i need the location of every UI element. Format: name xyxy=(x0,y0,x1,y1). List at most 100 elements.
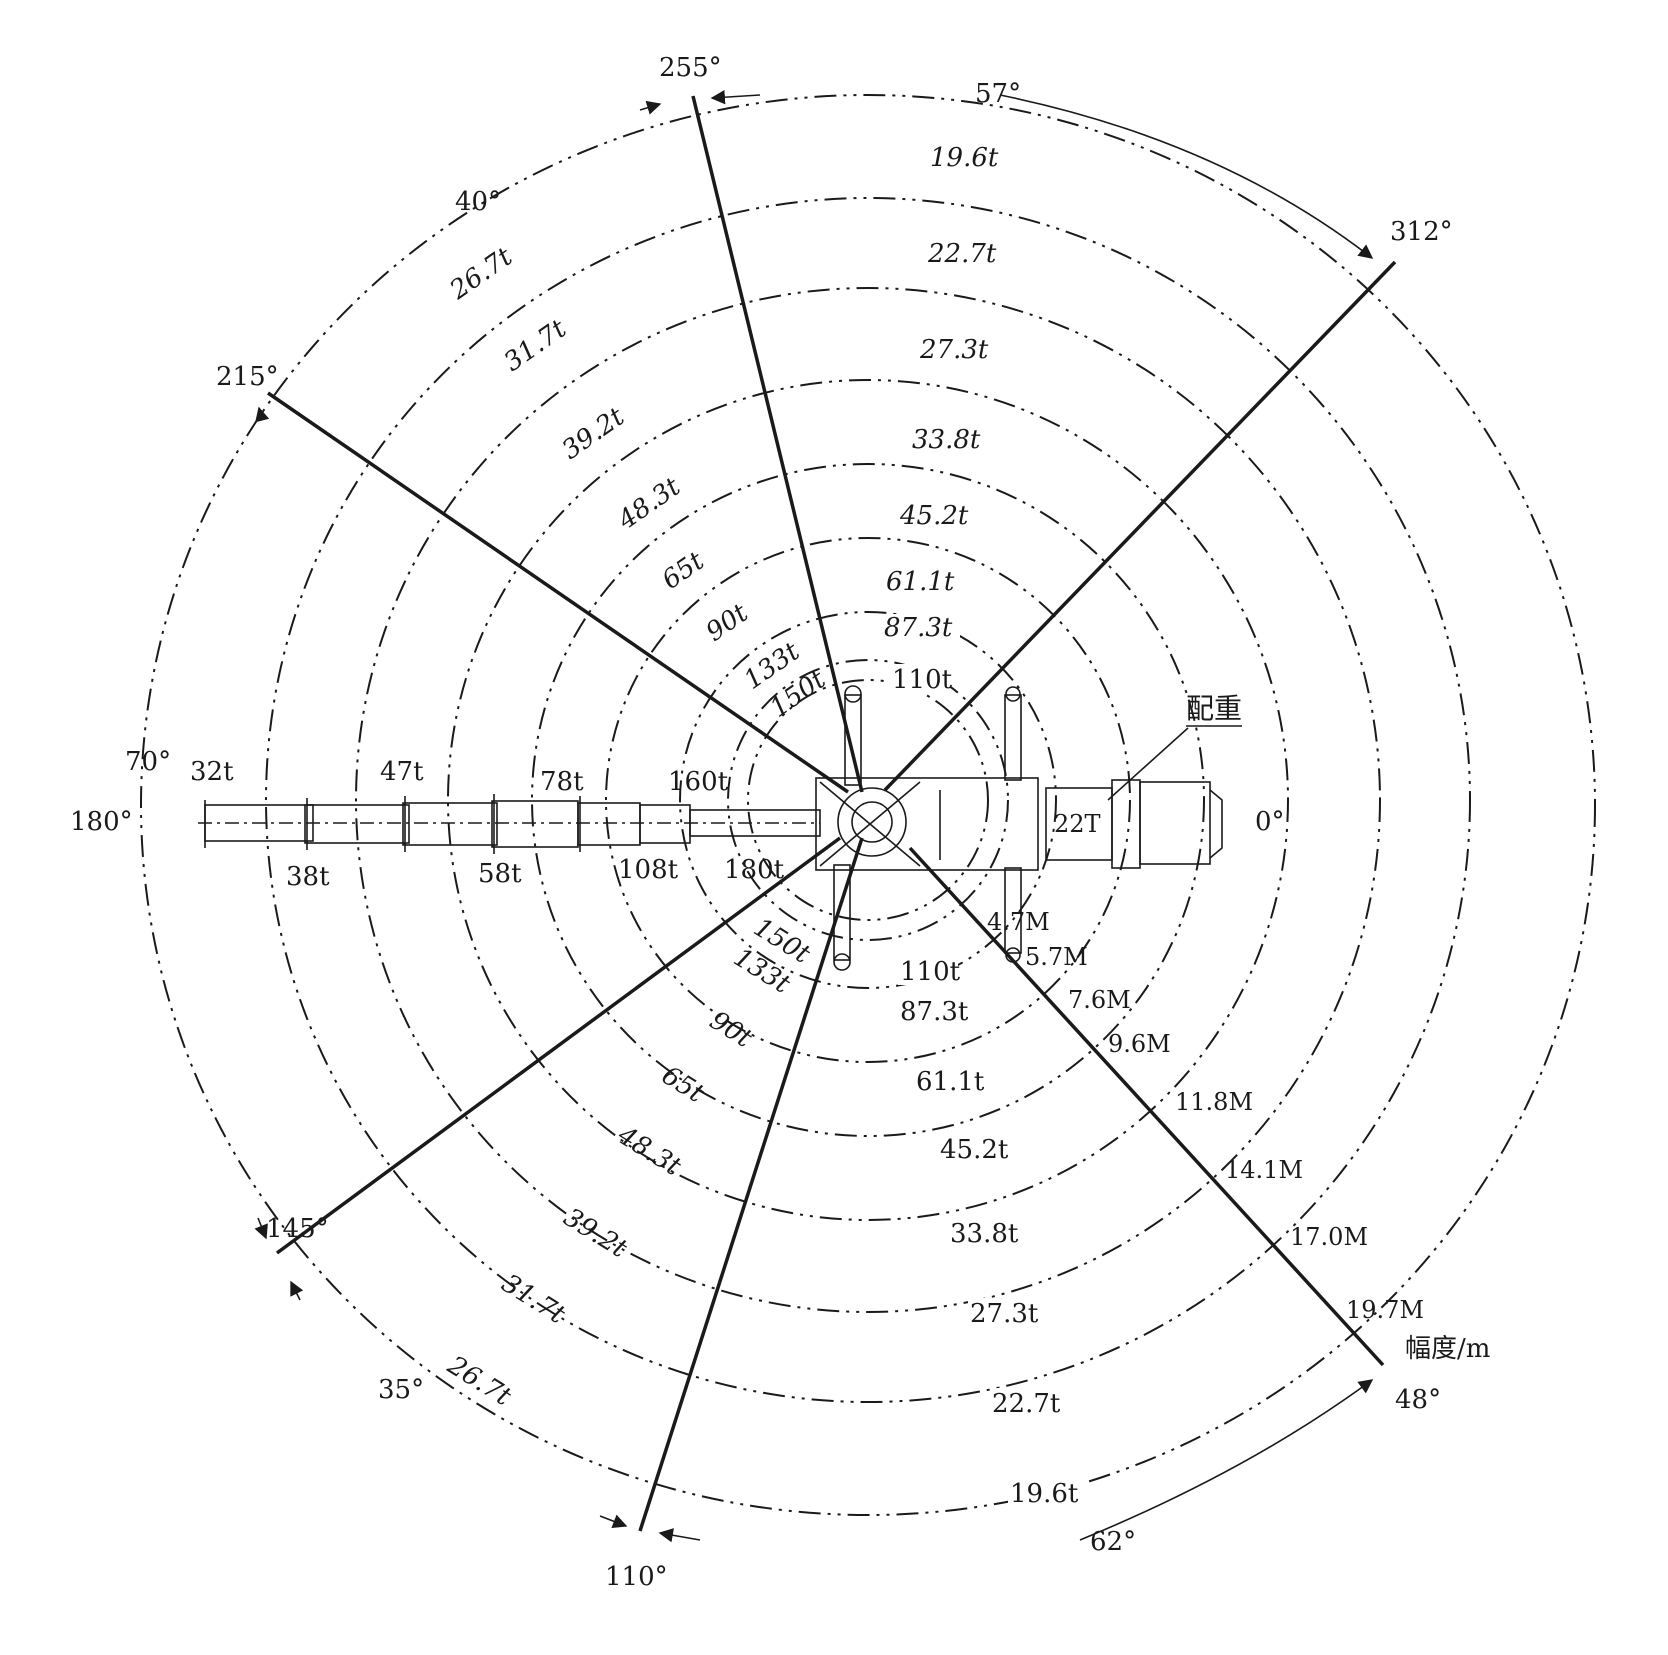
upper-left-sector-loads: 26.7t 31.7t 39.2t 48.3t 65t 90t 133t 150… xyxy=(444,242,832,724)
ul-load-90: 90t xyxy=(701,598,754,648)
angle-35-label: 35° xyxy=(378,1375,424,1405)
boom-load-160: 160t xyxy=(668,767,729,797)
radius-7-6m: 7.6M xyxy=(1068,986,1131,1014)
ring-5-7m xyxy=(727,659,1009,941)
boom-section-2 xyxy=(304,804,410,844)
ul-load-31-7: 31.7t xyxy=(499,314,573,378)
radius-11-8m: 11.8M xyxy=(1175,1088,1253,1116)
bottom-load-27-3: 27.3t xyxy=(970,1299,1039,1329)
slew-ring-inner xyxy=(851,801,893,843)
turntable-bracing xyxy=(819,781,941,867)
angle-145-label: 145° xyxy=(266,1214,329,1244)
ll-load-90: 90t xyxy=(704,1005,757,1054)
ll-load-26-7: 26.7t xyxy=(441,1350,516,1412)
cab xyxy=(1139,781,1211,865)
counterweight-leader xyxy=(1107,727,1189,801)
top-load-19-6: 19.6t xyxy=(930,143,999,173)
ring-9-6m xyxy=(605,537,1131,1063)
radius-labels: 4.7M 5.7M 7.6M 9.6M 11.8M 14.1M 17.0M 19… xyxy=(987,908,1490,1364)
top-load-87-3: 87.3t xyxy=(884,613,953,643)
radius-5-7m: 5.7M xyxy=(1025,943,1088,971)
slew-ring xyxy=(837,787,907,857)
radius-14-1m: 14.1M xyxy=(1225,1156,1303,1184)
bottom-load-110: 110t xyxy=(900,957,961,987)
ray-48 xyxy=(908,846,1385,1367)
radius-9-6m: 9.6M xyxy=(1108,1030,1171,1058)
outrigger-rear-top xyxy=(1004,694,1022,781)
boom-section-5 xyxy=(577,802,641,846)
angle-40-label: 40° xyxy=(455,187,501,217)
ring-outer xyxy=(140,94,1596,1516)
top-load-110: 110t xyxy=(892,665,953,695)
boom-section-6 xyxy=(639,804,691,844)
radius-rings xyxy=(140,94,1596,1516)
angle-255-label: 255° xyxy=(659,53,722,83)
angle-arrows xyxy=(254,90,1374,1543)
outrigger-pad-bottom-right xyxy=(1005,947,1021,963)
ray-110 xyxy=(638,837,864,1532)
outrigger-pad-top-right xyxy=(1005,686,1021,702)
ul-load-26-7: 26.7t xyxy=(444,242,518,307)
angle-215-label: 215° xyxy=(216,362,279,392)
bottom-load-61-1: 61.1t xyxy=(916,1067,985,1097)
ring-7-6m xyxy=(679,611,1057,989)
crane-boom xyxy=(198,794,821,854)
ray-312 xyxy=(883,260,1397,792)
angle-labels: 255° 57° 312° 40° 215° 70° 180° 0° 145° … xyxy=(70,53,1453,1592)
boom-load-180: 180t xyxy=(724,855,785,885)
boom-section-3 xyxy=(402,802,498,846)
boom-load-38: 38t xyxy=(286,862,330,892)
ul-load-39-2: 39.2t xyxy=(557,402,631,466)
boom-load-47: 47t xyxy=(380,757,424,787)
arc-70-arrow xyxy=(255,406,270,423)
boom-load-58: 58t xyxy=(478,859,522,889)
top-load-45-2: 45.2t xyxy=(899,501,969,531)
boom-load-78: 78t xyxy=(540,767,584,797)
radius-4-7m: 4.7M xyxy=(987,908,1050,936)
bottom-load-19-6: 19.6t xyxy=(1010,1479,1079,1509)
arc-40-arrow xyxy=(639,100,662,115)
arc-62-start-arrow xyxy=(658,1528,701,1543)
angle-0-label: 0° xyxy=(1255,807,1285,837)
ray-255 xyxy=(691,95,864,793)
bottom-load-22-7: 22.7t xyxy=(992,1389,1061,1419)
sector-rays xyxy=(267,95,1397,1532)
radius-unit-label: 幅度/m xyxy=(1405,1334,1490,1364)
outrigger-front-bottom xyxy=(833,864,851,961)
outrigger-pad-bottom-left xyxy=(833,953,851,971)
arc-145-arrow xyxy=(254,1217,268,1240)
bottom-load-33-8: 33.8t xyxy=(950,1219,1019,1249)
top-load-33-8: 33.8t xyxy=(912,425,981,455)
turntable-frame xyxy=(815,777,1039,871)
arc-35-arrow xyxy=(290,1280,304,1301)
ll-load-31-7: 31.7t xyxy=(496,1268,570,1330)
ring-14-1m xyxy=(447,379,1289,1221)
counterweight-title: 配重 xyxy=(1186,692,1242,725)
boom-loads: 32t 47t 78t 160t 38t 58t 108t 180t xyxy=(190,757,785,892)
ll-load-48-3: 48.3t xyxy=(611,1120,686,1182)
bottom-load-87-3: 87.3t xyxy=(900,997,969,1027)
angle-70-label: 70° xyxy=(125,747,171,777)
ul-load-65: 65t xyxy=(657,546,710,596)
ray-215 xyxy=(267,391,849,794)
ring-4-7m xyxy=(747,679,989,921)
outrigger-rear-bottom xyxy=(1004,867,1022,954)
angle-180-label: 180° xyxy=(70,807,133,837)
radius-19-7m: 19.7M xyxy=(1346,1296,1424,1324)
boom-section-4 xyxy=(491,800,579,848)
arc-57-start-arrow xyxy=(710,90,761,105)
arc-62-arrow xyxy=(1079,1379,1374,1541)
angle-110-label: 110° xyxy=(605,1562,668,1592)
crane-body xyxy=(815,685,1223,971)
ring-11-8m xyxy=(531,463,1205,1137)
angle-57-label: 57° xyxy=(975,79,1021,109)
top-load-22-7: 22.7t xyxy=(927,239,997,269)
counterweight-value: 22T xyxy=(1054,810,1101,838)
arc-57-arrow xyxy=(999,94,1374,259)
top-load-61-1: 61.1t xyxy=(886,567,955,597)
ray-145 xyxy=(275,836,842,1255)
ll-load-39-2: 39.2t xyxy=(558,1202,632,1264)
cab-front xyxy=(1209,789,1223,859)
boom-load-32: 32t xyxy=(190,757,234,787)
